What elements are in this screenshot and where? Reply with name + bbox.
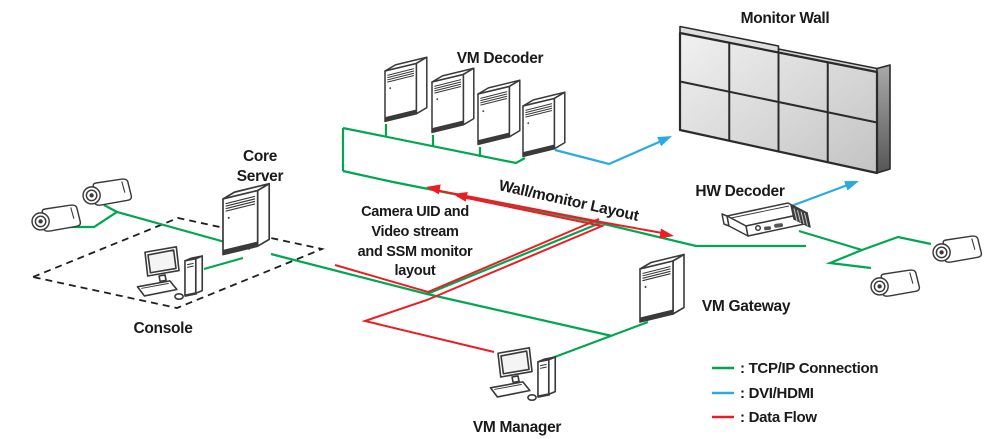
monitor-wall-label: Monitor Wall [741, 10, 830, 27]
vm-decoder-tower-2 [431, 67, 475, 134]
hw-decoder-device [721, 202, 811, 237]
tcpip-decoder-bus-a [342, 126, 526, 165]
tcpip-manager-gateway-line [551, 320, 649, 360]
data-flow-lines [334, 188, 669, 353]
data-flow-manager-line [361, 195, 606, 353]
legend-label-dvi: : DVI/HDMI [740, 385, 814, 402]
dvi-decoder-wall-line [554, 137, 667, 166]
camera-flow-annotation-line1: Camera UID and [361, 204, 469, 220]
tcpip-bundle-line [426, 221, 601, 296]
tcpip-console-server-line [203, 256, 244, 271]
tcpip-server-gateway-line [270, 252, 613, 338]
monitor-wall-device [678, 25, 891, 175]
hw-decoder-label: HW Decoder [695, 183, 784, 200]
tcpip-left-camera2-stub [103, 204, 118, 213]
dvi-hdmi-lines [554, 137, 854, 210]
data-flow-wall-layout-line [429, 188, 669, 235]
console-workstation [136, 245, 204, 301]
vm-decoder-tower-4 [522, 91, 566, 158]
camera-icon [31, 204, 82, 232]
blue-arrow-to-wall-2 [844, 176, 861, 191]
core-server-label-line2: Server [237, 168, 284, 185]
node-labels: Monitor Wall VM Decoder Core Server Cons… [133, 10, 829, 436]
core-server-tower [222, 182, 271, 256]
red-arrow-to-decoder-2 [451, 189, 468, 202]
tcpip-connection-lines [70, 124, 932, 360]
camera-flow-annotation-line3: and SSM monitor [358, 244, 473, 260]
camera-flow-annotation-line2: Video stream [371, 224, 458, 240]
core-server-label-line1: Core [243, 148, 278, 165]
camera-icon [870, 269, 921, 297]
dvi-hwdecoder-wall-line [785, 181, 854, 210]
vm-decoder-tower-1 [384, 56, 428, 123]
camera-flow-annotation-line4: layout [395, 263, 436, 279]
vm-manager-workstation [489, 346, 557, 402]
console-zone-dashed-border [29, 217, 326, 309]
tcpip-right-camera-lower-line [825, 248, 872, 270]
legend: : TCP/IP Connection : DVI/HDMI : Data Fl… [712, 360, 879, 426]
blue-arrow-to-wall-1 [657, 131, 675, 147]
camera-icon [82, 178, 133, 206]
vm-gateway-label: VM Gateway [702, 298, 791, 315]
legend-label-dataflow: : Data Flow [740, 409, 817, 426]
tcpip-left-cameras-line [70, 210, 251, 251]
vm-decoder-tower-3 [477, 79, 521, 146]
legend-label-tcpip: : TCP/IP Connection [740, 360, 878, 377]
data-flow-server-line [334, 218, 600, 294]
camera-icon [932, 235, 983, 263]
vm-manager-label: VM Manager [473, 419, 562, 436]
console-label: Console [133, 320, 193, 337]
vm-gateway-tower [639, 253, 685, 323]
vm-decoder-label: VM Decoder [457, 50, 544, 67]
tcpip-hwdecoder-line [599, 221, 806, 248]
tcpip-right-camera-upper-line [798, 229, 932, 252]
